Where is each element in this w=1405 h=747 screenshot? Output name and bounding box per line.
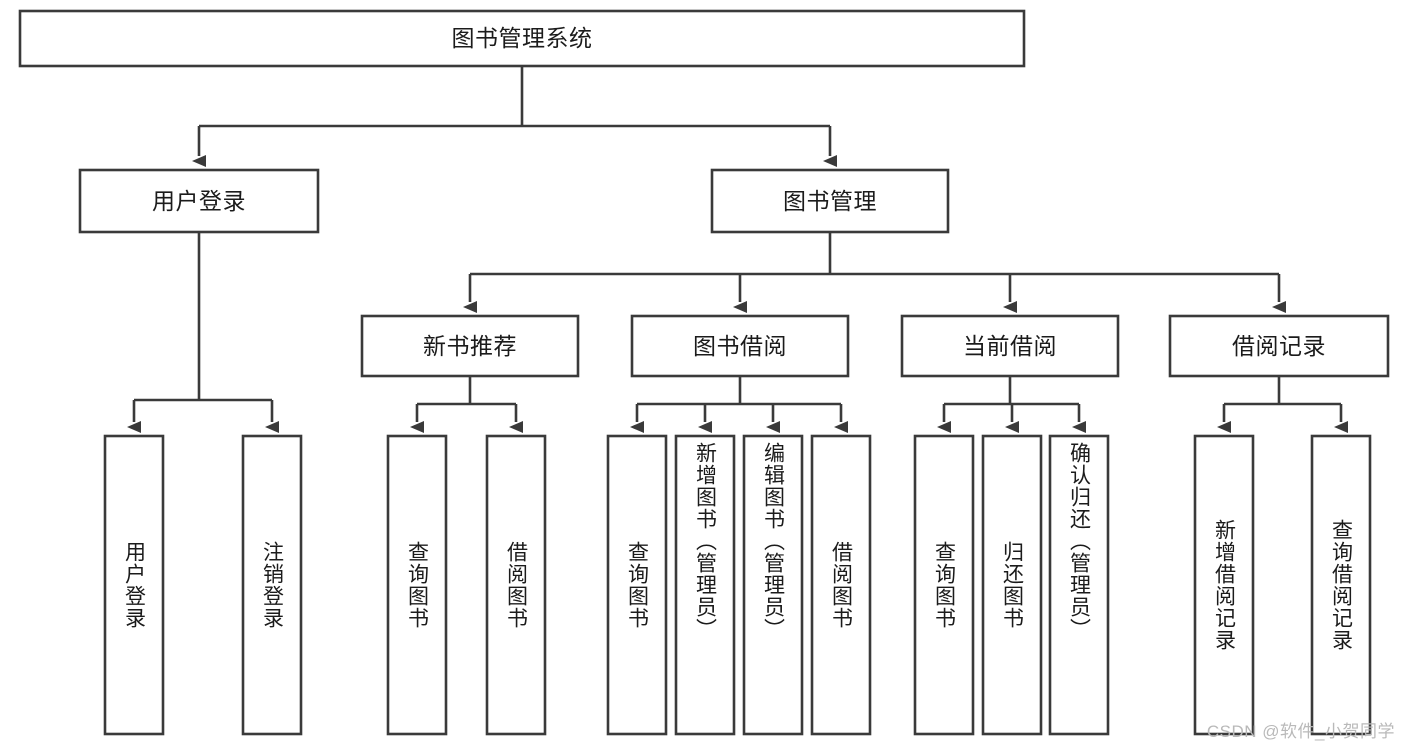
- box-leaf-confirm-return[interactable]: [1048, 434, 1110, 736]
- box-leaf-add-book[interactable]: [674, 434, 736, 736]
- connectors: [127, 66, 1348, 433]
- box-leaf-logout[interactable]: [241, 434, 303, 736]
- box-leaf-add-record[interactable]: [1193, 434, 1255, 736]
- csdn-watermark: CSDN @软件_小贺同学: [1206, 722, 1395, 741]
- box-book-management[interactable]: [710, 168, 950, 234]
- box-leaf-query-book-cur[interactable]: [913, 434, 975, 736]
- box-user-login[interactable]: [78, 168, 320, 234]
- box-book-borrow[interactable]: [630, 314, 850, 378]
- box-root[interactable]: [18, 9, 1026, 68]
- box-leaf-return-book[interactable]: [981, 434, 1043, 736]
- box-leaf-query-book-borrow[interactable]: [606, 434, 668, 736]
- node-boxes: [18, 9, 1390, 736]
- box-leaf-edit-book[interactable]: [742, 434, 804, 736]
- box-borrow-records[interactable]: [1168, 314, 1390, 378]
- box-new-book-recommend[interactable]: [360, 314, 580, 378]
- box-leaf-user-login[interactable]: [103, 434, 165, 736]
- box-leaf-query-record[interactable]: [1310, 434, 1372, 736]
- box-leaf-query-book-rec[interactable]: [386, 434, 448, 736]
- box-leaf-borrow-book[interactable]: [810, 434, 872, 736]
- box-current-borrow[interactable]: [900, 314, 1120, 378]
- box-leaf-borrow-book-rec[interactable]: [485, 434, 547, 736]
